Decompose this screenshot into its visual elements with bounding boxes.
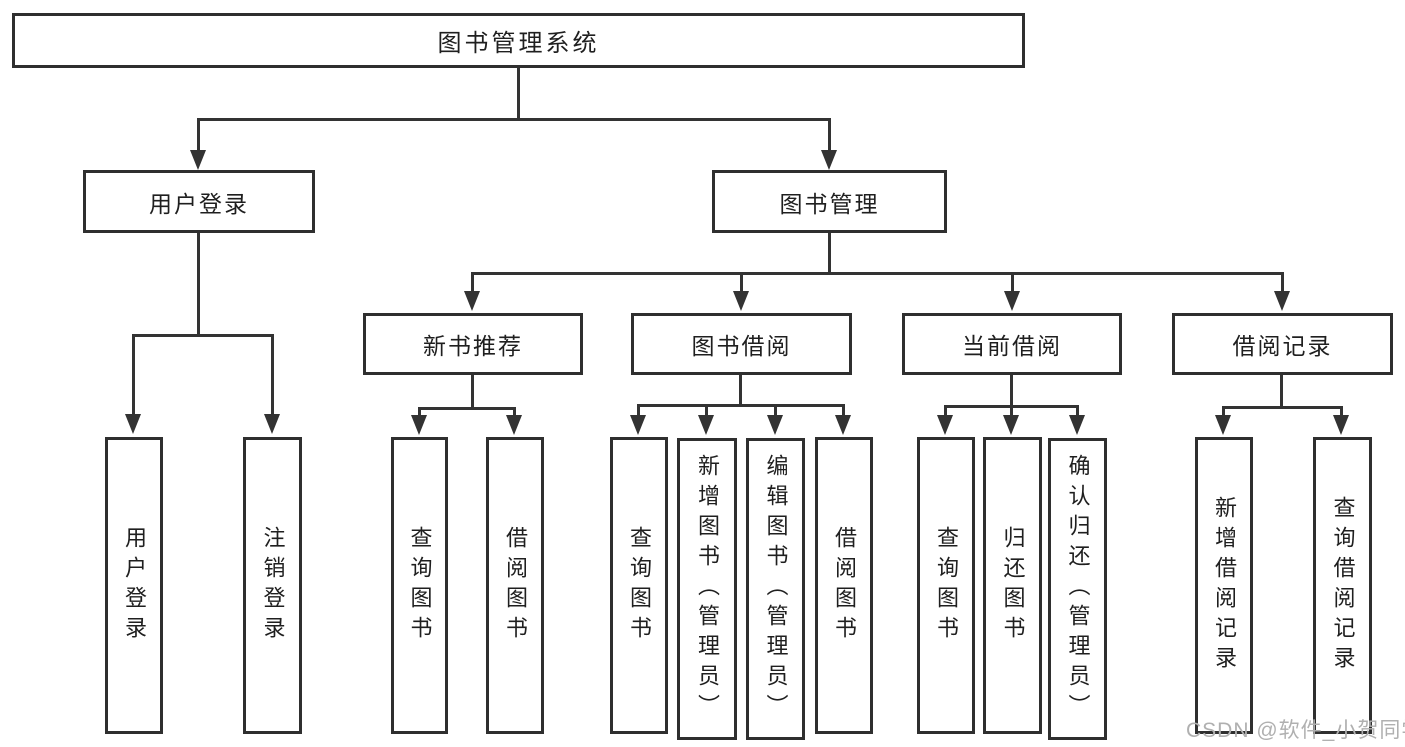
node-borrow-records: 借阅记录 [1172, 313, 1393, 375]
leaf-confirm-return-admin-label: 确认归还（管理员） [1065, 454, 1091, 724]
node-new-book-recommend-label: 新书推荐 [423, 333, 523, 359]
connector-line [418, 407, 516, 410]
connector-line [1280, 375, 1283, 409]
leaf-confirm-return-admin: 确认归还（管理员） [1048, 438, 1107, 740]
connector-line [471, 272, 1284, 275]
leaf-query-borrow-record: 查询借阅记录 [1313, 437, 1372, 734]
leaf-query-books-borrow: 查询图书 [610, 437, 668, 734]
leaf-return-books: 归还图书 [983, 437, 1042, 734]
leaf-query-books-borrow-label: 查询图书 [627, 525, 652, 646]
connector-line [1222, 406, 1343, 409]
node-root-label: 图书管理系统 [437, 30, 600, 57]
leaf-borrow-books: 借阅图书 [815, 437, 873, 734]
leaf-user-login: 用户登录 [105, 437, 163, 734]
leaf-logout: 注销登录 [243, 437, 302, 734]
connector-line [1010, 405, 1013, 417]
connector-line [1281, 272, 1284, 294]
arrow-down-icon [698, 415, 714, 435]
arrow-down-icon [821, 150, 837, 170]
leaf-borrow-books-label: 借阅图书 [832, 525, 857, 646]
connector-line [944, 405, 947, 417]
node-current-borrow: 当前借阅 [902, 313, 1122, 375]
connector-line [197, 118, 831, 121]
leaf-add-borrow-record: 新增借阅记录 [1195, 437, 1253, 734]
leaf-edit-books-admin: 编辑图书（管理员） [746, 438, 805, 740]
arrow-down-icon [1333, 415, 1349, 435]
connector-line [1010, 375, 1013, 408]
arrow-down-icon [630, 415, 646, 435]
leaf-add-books-admin-label: 新增图书（管理员） [695, 454, 720, 724]
connector-line [197, 118, 200, 156]
connector-line [1076, 405, 1079, 417]
leaf-add-borrow-record-label: 新增借阅记录 [1212, 495, 1237, 676]
leaf-add-books-admin: 新增图书（管理员） [677, 438, 737, 740]
arrow-down-icon [1004, 291, 1020, 311]
arrow-down-icon [1003, 415, 1019, 435]
leaf-query-books-current-label: 查询图书 [934, 525, 959, 646]
leaf-edit-books-admin-label: 编辑图书（管理员） [763, 454, 789, 724]
arrow-down-icon [464, 291, 480, 311]
connector-line [132, 334, 274, 337]
connector-line [471, 272, 474, 294]
node-borrow-records-label: 借阅记录 [1232, 333, 1333, 359]
arrow-down-icon [1274, 291, 1290, 311]
leaf-query-books-current: 查询图书 [917, 437, 975, 734]
connector-line [517, 68, 520, 120]
leaf-borrow-books-recommend: 借阅图书 [486, 437, 544, 734]
arrow-down-icon [1069, 415, 1085, 435]
connector-line [1222, 406, 1225, 417]
node-new-book-recommend: 新书推荐 [363, 313, 583, 375]
connector-line [740, 272, 743, 294]
connector-line [842, 404, 845, 417]
leaf-return-books-label: 归还图书 [1000, 525, 1026, 646]
connector-line [637, 404, 640, 417]
arrow-down-icon [835, 415, 851, 435]
leaf-user-login-label: 用户登录 [122, 525, 147, 646]
connector-line [271, 334, 274, 416]
connector-line [418, 407, 421, 418]
arrow-down-icon [506, 415, 522, 435]
node-book-borrow-label: 图书借阅 [691, 333, 792, 359]
connector-line [637, 404, 845, 407]
arrow-down-icon [937, 415, 953, 435]
node-root: 图书管理系统 [12, 13, 1025, 68]
arrow-down-icon [767, 415, 783, 435]
node-user-login: 用户登录 [83, 170, 315, 233]
leaf-borrow-books-recommend-label: 借阅图书 [503, 525, 528, 646]
arrow-down-icon [1215, 415, 1231, 435]
node-user-login-label: 用户登录 [149, 190, 249, 217]
connector-line [471, 375, 474, 410]
leaf-logout-label: 注销登录 [260, 525, 286, 646]
arrow-down-icon [190, 150, 206, 170]
node-current-borrow-label: 当前借阅 [962, 333, 1062, 359]
connector-line [513, 407, 516, 418]
leaf-query-borrow-record-label: 查询借阅记录 [1330, 495, 1356, 676]
csdn-watermark: CSDN @软件_小贺同学 [1186, 719, 1405, 742]
node-book-management-label: 图书管理 [779, 190, 880, 217]
connector-line [705, 404, 708, 417]
leaf-query-books-recommend-label: 查询图书 [407, 525, 433, 646]
arrow-down-icon [733, 291, 749, 311]
connector-line [828, 118, 831, 156]
arrow-down-icon [411, 415, 427, 435]
connector-line [197, 233, 200, 337]
connector-line [828, 233, 831, 274]
connector-line [1340, 406, 1343, 417]
node-book-borrow: 图书借阅 [631, 313, 852, 375]
connector-line [774, 404, 777, 417]
node-book-management: 图书管理 [712, 170, 947, 233]
connector-line [132, 334, 135, 416]
arrow-down-icon [125, 414, 141, 434]
connector-line [1011, 272, 1014, 294]
leaf-query-books-recommend: 查询图书 [391, 437, 448, 734]
arrow-down-icon [264, 414, 280, 434]
connector-line [739, 375, 742, 407]
